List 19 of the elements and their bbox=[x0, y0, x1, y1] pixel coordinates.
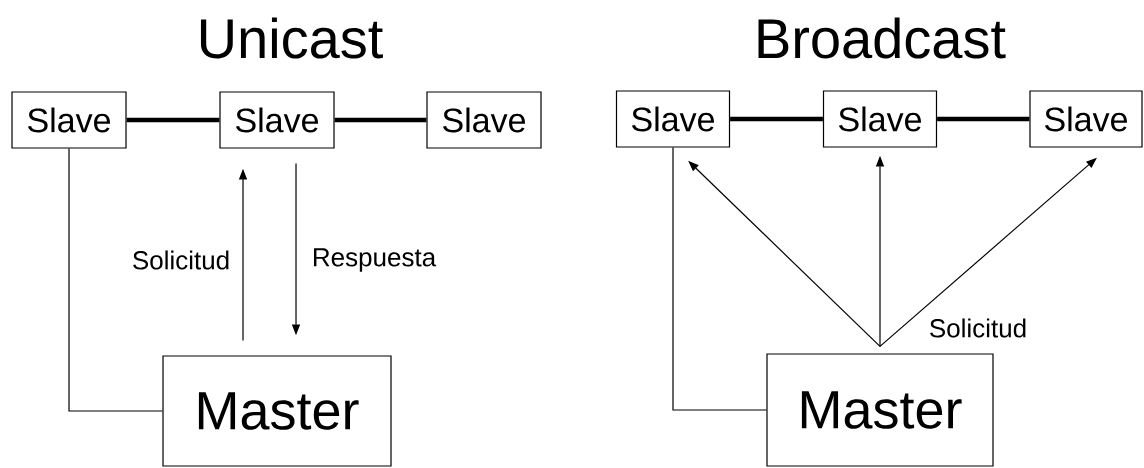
panel-title: Broadcast bbox=[758, 17, 1006, 59]
connector-line bbox=[68, 148, 163, 412]
connector-line bbox=[672, 147, 767, 411]
slave-box: Slave bbox=[219, 91, 335, 149]
slave-box: Slave bbox=[822, 90, 938, 148]
connector-line bbox=[730, 116, 823, 122]
slave-box: Slave bbox=[11, 91, 127, 149]
connector-line bbox=[937, 116, 1030, 122]
slave-box: Slave bbox=[426, 91, 542, 149]
master-box: Master bbox=[766, 353, 994, 467]
connector-line bbox=[334, 117, 427, 123]
slave-box: Slave bbox=[615, 90, 731, 148]
connector-line bbox=[126, 117, 220, 123]
edge-label: Solicitud bbox=[130, 249, 232, 271]
slave-box: Slave bbox=[1029, 90, 1143, 148]
edge-label: Respuesta bbox=[310, 247, 438, 273]
edge-label: Solicitud bbox=[927, 317, 1029, 339]
panel-title: Unicast bbox=[200, 17, 383, 59]
master-box: Master bbox=[162, 355, 392, 467]
